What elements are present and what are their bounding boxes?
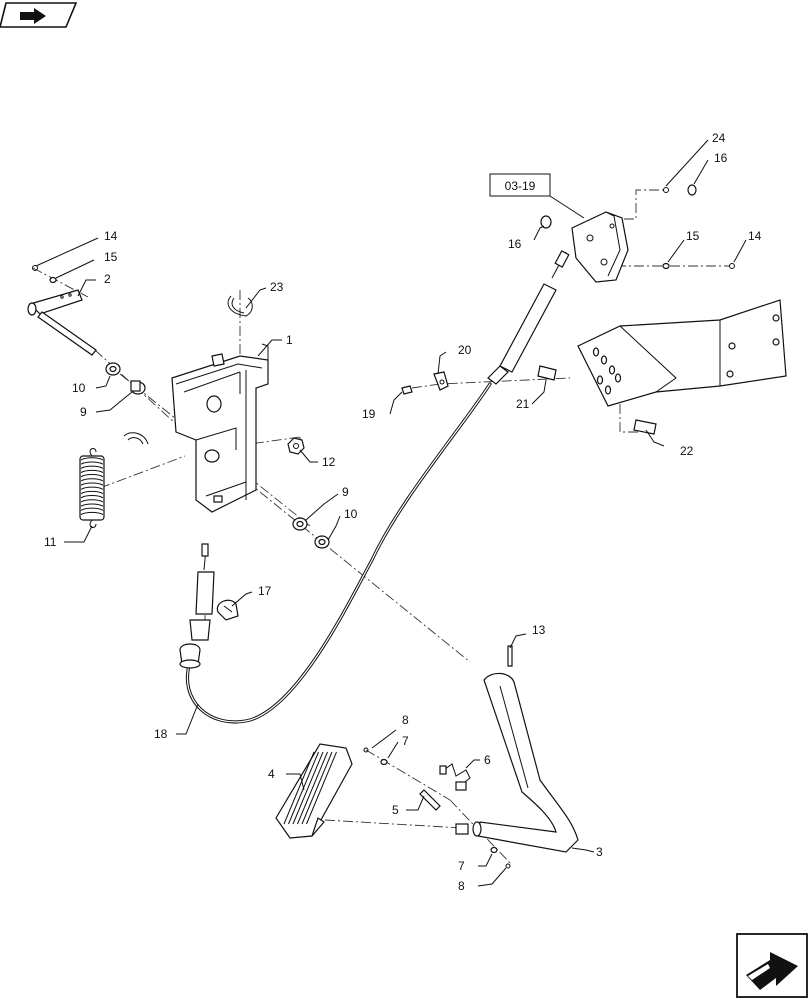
callout-21: 21 [516, 397, 530, 411]
part-18-cable [179, 382, 492, 724]
part-15-washer-left [49, 276, 57, 284]
callout-16-right: 16 [714, 151, 728, 165]
part-11-spring [79, 448, 105, 528]
callout-15-right: 15 [686, 229, 700, 243]
callout-20: 20 [458, 343, 472, 357]
callout-15-left: 15 [104, 250, 118, 264]
callout-8-lower: 8 [458, 879, 465, 893]
callout-5: 5 [392, 803, 399, 817]
spring-coil [80, 486, 104, 490]
spring-coil [80, 490, 104, 495]
callout-2: 2 [104, 272, 111, 286]
callout-24: 24 [712, 131, 726, 145]
callout-7-lower: 7 [458, 859, 465, 873]
spring-coil [80, 495, 104, 499]
pedal-rib [301, 751, 333, 825]
part-7-washer-lower [490, 846, 498, 854]
spring-coil [80, 499, 104, 503]
spring-coil [80, 511, 104, 516]
callout-17: 17 [258, 584, 272, 598]
callout-3: 3 [596, 845, 603, 859]
part-9-bushing-upper [130, 380, 146, 395]
part-19-screw [401, 385, 413, 395]
part-16-washer-right [687, 184, 697, 196]
part-10-washer-upper [105, 362, 121, 376]
callout-12: 12 [322, 455, 336, 469]
spring-coil [80, 461, 104, 465]
pedal-rib [292, 751, 324, 825]
pedal-rib [297, 751, 328, 825]
callout-22: 22 [680, 444, 694, 458]
spring-clip [123, 432, 149, 445]
callout-1: 1 [286, 333, 293, 347]
part-21-clip [537, 365, 557, 381]
book-arrow-icon[interactable] [0, 2, 78, 28]
pedal-rib [283, 751, 315, 825]
callout-14-right: 14 [748, 229, 762, 243]
callout-4: 4 [268, 767, 275, 781]
callout-9-left: 9 [80, 405, 87, 419]
bracket-hole [600, 355, 608, 365]
callout-10-left: 10 [72, 381, 86, 395]
callout-11: 11 [44, 535, 57, 549]
mounting-bracket [577, 299, 787, 407]
spring-coil [80, 457, 104, 461]
reference-box[interactable]: 03-19 [489, 173, 551, 197]
callout-7-upper: 7 [402, 734, 409, 748]
part-4-pedal-pad [275, 743, 353, 839]
callout-18: 18 [154, 727, 168, 741]
callouts: 14 15 2 10 9 23 1 12 11 9 10 17 18 4 5 6… [44, 131, 762, 893]
callout-14-left: 14 [104, 229, 118, 243]
spring-coil [80, 474, 104, 478]
spring-coil [80, 503, 104, 507]
part-1-bracket [171, 343, 269, 513]
callout-9-right: 9 [342, 485, 349, 499]
callout-13: 13 [532, 623, 546, 637]
part-10-washer-lower [314, 535, 330, 549]
part-24-clip [663, 187, 669, 193]
reference-box-label: 03-19 [505, 179, 536, 193]
bracket-hole [596, 375, 604, 385]
part-8-clip-upper [363, 747, 369, 753]
callout-19: 19 [362, 407, 376, 421]
callout-16-left: 16 [508, 237, 522, 251]
part-16-washer-upper [540, 215, 552, 229]
part-3-pedal-arm [455, 672, 579, 853]
pedal-rib [306, 751, 337, 825]
bracket-hole [592, 347, 600, 357]
spring-coil [80, 482, 104, 486]
cable-upper-sheath [487, 250, 570, 385]
spring-coil [80, 507, 104, 511]
next-page-arrow-icon[interactable] [736, 933, 808, 998]
callout-6: 6 [484, 753, 491, 767]
callout-10-right: 10 [344, 507, 358, 521]
part-14-clip-right [729, 263, 735, 269]
part-23-clip [227, 295, 253, 317]
bracket-hole [604, 385, 612, 395]
part-6-spring [439, 763, 471, 791]
callout-23: 23 [270, 280, 284, 294]
upper-link-plate [571, 211, 629, 283]
bracket-hole [608, 365, 616, 375]
part-14-clip-left [32, 265, 38, 271]
part-20-bracket [433, 371, 449, 391]
part-5-pin [419, 789, 441, 811]
spring-coil [80, 469, 104, 474]
part-9-bushing-lower [292, 517, 308, 531]
spring-coil [80, 465, 104, 469]
part-15-washer-right [662, 262, 670, 270]
callout-8-upper: 8 [402, 713, 409, 727]
part-13-pin [507, 645, 513, 667]
part-8-clip-lower [505, 863, 511, 869]
spring-coil [80, 478, 104, 482]
bracket-hole [614, 373, 622, 383]
leader-lines [35, 139, 747, 887]
part-22-clip [633, 419, 657, 435]
part-2-pin [27, 289, 97, 356]
part-7-washer-upper [380, 758, 388, 766]
